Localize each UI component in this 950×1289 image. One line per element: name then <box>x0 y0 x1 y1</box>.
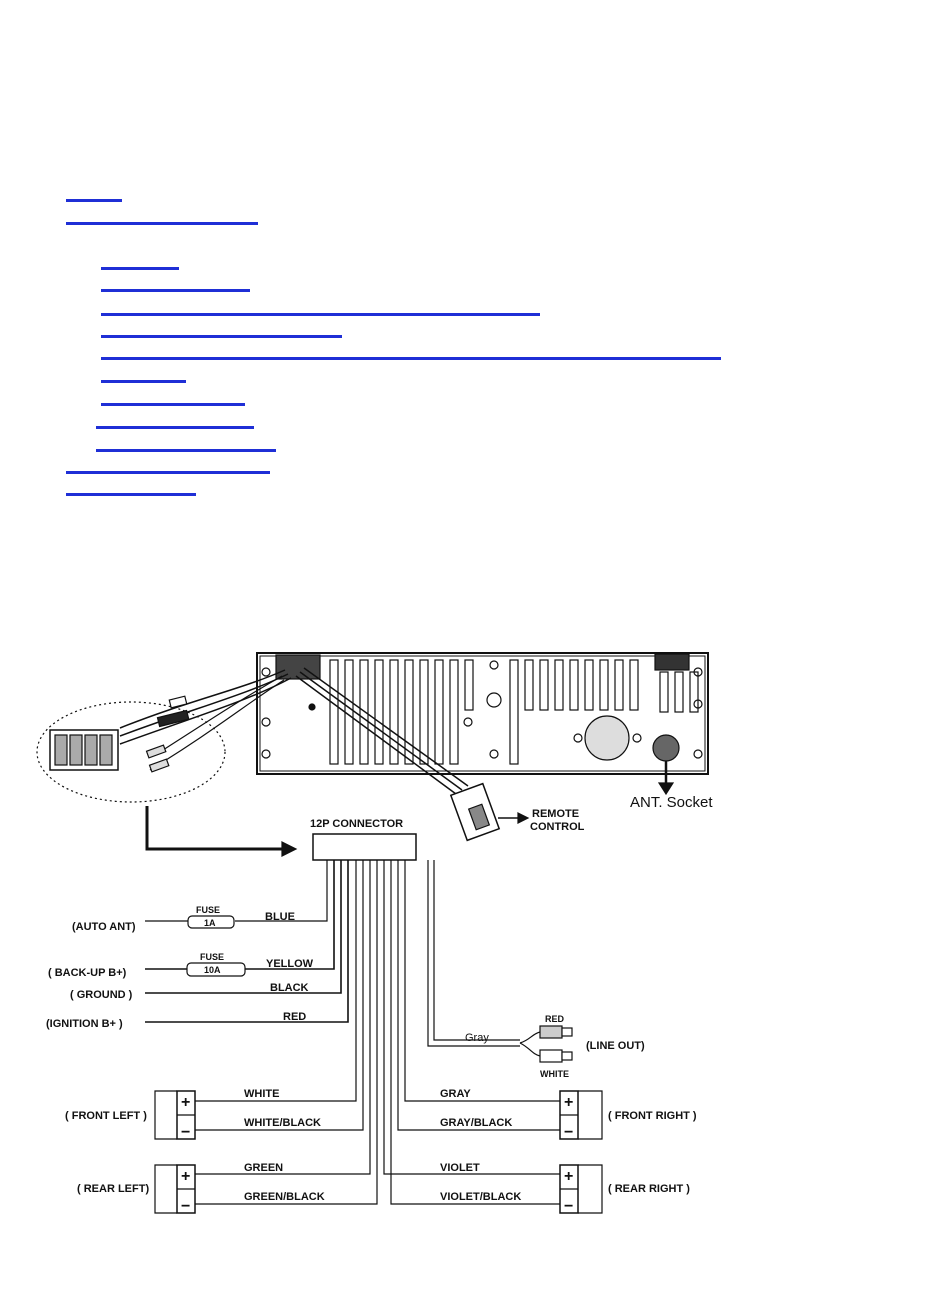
ant-socket-label: ANT. Socket <box>630 794 713 811</box>
toc-link-11[interactable] <box>96 449 276 452</box>
wire-white-black-label: WHITE/BLACK <box>244 1117 321 1129</box>
toc-link-13[interactable] <box>66 493 196 496</box>
wire-gray-lineout-label: Gray <box>465 1032 489 1044</box>
toc-link-5[interactable] <box>101 313 540 316</box>
fuse1-value: 1A <box>204 918 216 928</box>
wire-gray-black-label: GRAY/BLACK <box>440 1117 512 1129</box>
wire-violet-black-label: VIOLET/BLACK <box>440 1191 521 1203</box>
toc-link-9[interactable] <box>101 403 245 406</box>
remote-label-line1: REMOTE <box>532 808 579 820</box>
head-unit-rear-panel <box>256 652 709 775</box>
plug-red-label: RED <box>545 1014 565 1024</box>
rear-right-minus: − <box>564 1198 573 1215</box>
rear-right-plus: + <box>564 1168 573 1185</box>
toc-link-6[interactable] <box>101 335 342 338</box>
fuse2-word: FUSE <box>200 952 224 962</box>
toc-link-2[interactable] <box>66 222 258 225</box>
toc-link-1[interactable] <box>66 199 122 202</box>
backup-label: ( BACK-UP B+) <box>48 967 127 979</box>
connector-label: 12P CONNECTOR <box>310 818 403 830</box>
wire-blue-label: BLUE <box>265 911 295 923</box>
remote-label-line2: CONTROL <box>530 821 585 833</box>
rear-right-label: ( REAR RIGHT ) <box>608 1183 690 1195</box>
front-left-plus: + <box>181 1094 190 1111</box>
toc-link-list <box>0 0 950 560</box>
front-right-label: ( FRONT RIGHT ) <box>608 1110 697 1122</box>
wire-red-label: RED <box>283 1011 306 1023</box>
ignition-label: (IGNITION B+ ) <box>46 1018 123 1030</box>
wire-violet-label: VIOLET <box>440 1162 480 1174</box>
wire-green-black-label: GREEN/BLACK <box>244 1191 325 1203</box>
rear-left-minus: − <box>181 1198 190 1215</box>
ground-label: ( GROUND ) <box>70 989 133 1001</box>
front-right-plus: + <box>564 1094 573 1111</box>
wire-black-label: BLACK <box>270 982 309 994</box>
wire-yellow-label: YELLOW <box>266 958 314 970</box>
front-left-minus: − <box>181 1124 190 1141</box>
front-left-label: ( FRONT LEFT ) <box>65 1110 147 1122</box>
wire-gray-label: GRAY <box>440 1088 471 1100</box>
line-out-label: (LINE OUT) <box>586 1040 645 1052</box>
toc-link-12[interactable] <box>66 471 270 474</box>
front-right-minus: − <box>564 1124 573 1141</box>
toc-link-10[interactable] <box>96 426 254 429</box>
wire-white-label: WHITE <box>244 1088 279 1100</box>
auto-ant-label: (AUTO ANT) <box>72 921 136 933</box>
rear-left-plus: + <box>181 1168 190 1185</box>
rear-left-label: ( REAR LEFT) <box>77 1183 149 1195</box>
12p-connector-box <box>312 833 417 861</box>
toc-link-3[interactable] <box>101 267 179 270</box>
plug-white-label: WHITE <box>540 1069 569 1079</box>
toc-link-7[interactable] <box>101 357 721 360</box>
wire-green-label: GREEN <box>244 1162 283 1174</box>
fuse2-value: 10A <box>204 965 221 975</box>
fuse1-word: FUSE <box>196 905 220 915</box>
toc-link-8[interactable] <box>101 380 186 383</box>
toc-link-4[interactable] <box>101 289 250 292</box>
